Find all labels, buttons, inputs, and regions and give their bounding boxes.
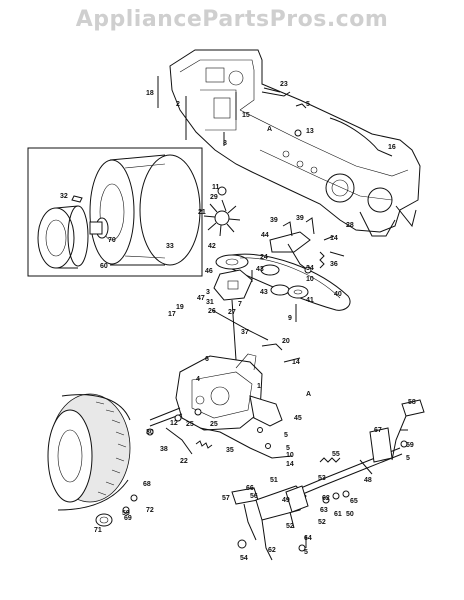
- callout: 5: [284, 432, 288, 439]
- callout: 46: [205, 268, 213, 275]
- callout: 13: [306, 128, 314, 135]
- callout: 52: [318, 519, 326, 526]
- callout: 14: [330, 235, 338, 242]
- callout: 29: [210, 194, 218, 201]
- callout: 8: [223, 140, 227, 147]
- callout: 52: [286, 523, 294, 530]
- callout: 28: [346, 222, 354, 229]
- callout: 22: [180, 458, 188, 465]
- callout: 37: [241, 329, 249, 336]
- callout: 43: [256, 266, 264, 273]
- callout: 19: [176, 304, 184, 311]
- callout: A: [267, 126, 272, 133]
- callout: 58: [408, 399, 416, 406]
- callout: 14: [286, 461, 294, 468]
- callout: 5: [406, 455, 410, 462]
- callout: 3: [206, 289, 210, 296]
- callout: 41: [306, 297, 314, 304]
- callout: 10: [306, 276, 314, 283]
- callout: 23: [280, 81, 288, 88]
- callout: 12: [170, 420, 178, 427]
- callout: 45: [294, 415, 302, 422]
- callout: 17: [168, 311, 176, 318]
- callout: 59: [406, 442, 414, 449]
- callout: 59: [122, 510, 130, 517]
- callout: 49: [282, 497, 290, 504]
- callout: 66: [246, 485, 254, 492]
- callout: 24: [260, 254, 268, 261]
- callout: 36: [330, 261, 338, 268]
- callout: 43: [260, 289, 268, 296]
- callout: 27: [228, 309, 236, 316]
- callout: 42: [208, 243, 216, 250]
- callout: 64: [304, 535, 312, 542]
- watermark: AppliancePartsPros.com: [76, 7, 389, 32]
- callout: 65: [350, 498, 358, 505]
- callout: 1: [257, 383, 261, 390]
- wheel-inset: [27, 147, 203, 277]
- callout: 38: [160, 446, 168, 453]
- callout: 4: [196, 376, 200, 383]
- callout: 11: [212, 184, 220, 191]
- callout: 9: [288, 315, 292, 322]
- callout: 16: [388, 144, 396, 151]
- callout: 25: [210, 421, 218, 428]
- callout: 31: [206, 299, 214, 306]
- callout: 71: [94, 527, 102, 534]
- callout: 69: [124, 515, 132, 522]
- callout-labels: 18 2 23 5 15 A 13 8 16 11 29 32 21 39 39…: [60, 81, 416, 562]
- callout: 72: [146, 507, 154, 514]
- callout: 55: [332, 451, 340, 458]
- callout: 48: [364, 477, 372, 484]
- callout: 10: [286, 452, 294, 459]
- callout: 61: [334, 511, 342, 518]
- callout: 68: [143, 481, 151, 488]
- callout: 6: [205, 356, 209, 363]
- callout: 60: [100, 263, 108, 270]
- transaxle: [146, 269, 301, 459]
- callout: 63: [320, 507, 328, 514]
- callout: 33: [166, 243, 174, 250]
- callout: 18: [146, 90, 154, 97]
- callout: 62: [322, 495, 330, 502]
- callout: 32: [60, 193, 68, 200]
- callout: 47: [197, 295, 205, 302]
- frame: [169, 49, 421, 237]
- rear-tire: [47, 393, 138, 527]
- callout: A: [306, 391, 311, 398]
- drive-pulleys: [203, 186, 351, 322]
- callout: 50: [346, 511, 354, 518]
- callout: 53: [318, 475, 326, 482]
- callout: 39: [270, 217, 278, 224]
- callout: 5: [304, 549, 308, 556]
- callout: 39: [296, 215, 304, 222]
- callout: 51: [270, 477, 278, 484]
- callout: 7: [238, 301, 242, 308]
- callout: 20: [282, 338, 290, 345]
- callout: 14: [292, 359, 300, 366]
- callout: 54: [240, 555, 248, 562]
- callout: 67: [374, 427, 382, 434]
- callout: 21: [198, 209, 206, 216]
- upper-hardware: [157, 76, 393, 157]
- callout: 35: [226, 447, 234, 454]
- callout: 56: [250, 493, 258, 500]
- callout: 57: [222, 495, 230, 502]
- callout: 26: [208, 308, 216, 315]
- callout: 44: [261, 232, 269, 239]
- callout: 34: [306, 265, 314, 272]
- callout: 70: [108, 237, 116, 244]
- callout: 15: [242, 112, 250, 119]
- pedal-assembly: [231, 399, 425, 561]
- callout: 62: [268, 547, 276, 554]
- callout: 30: [146, 429, 154, 436]
- callout: 5: [306, 101, 310, 108]
- callout: 5: [286, 445, 290, 452]
- callout: 2: [176, 101, 180, 108]
- callout: 40: [334, 291, 342, 298]
- callout: 25: [186, 421, 194, 428]
